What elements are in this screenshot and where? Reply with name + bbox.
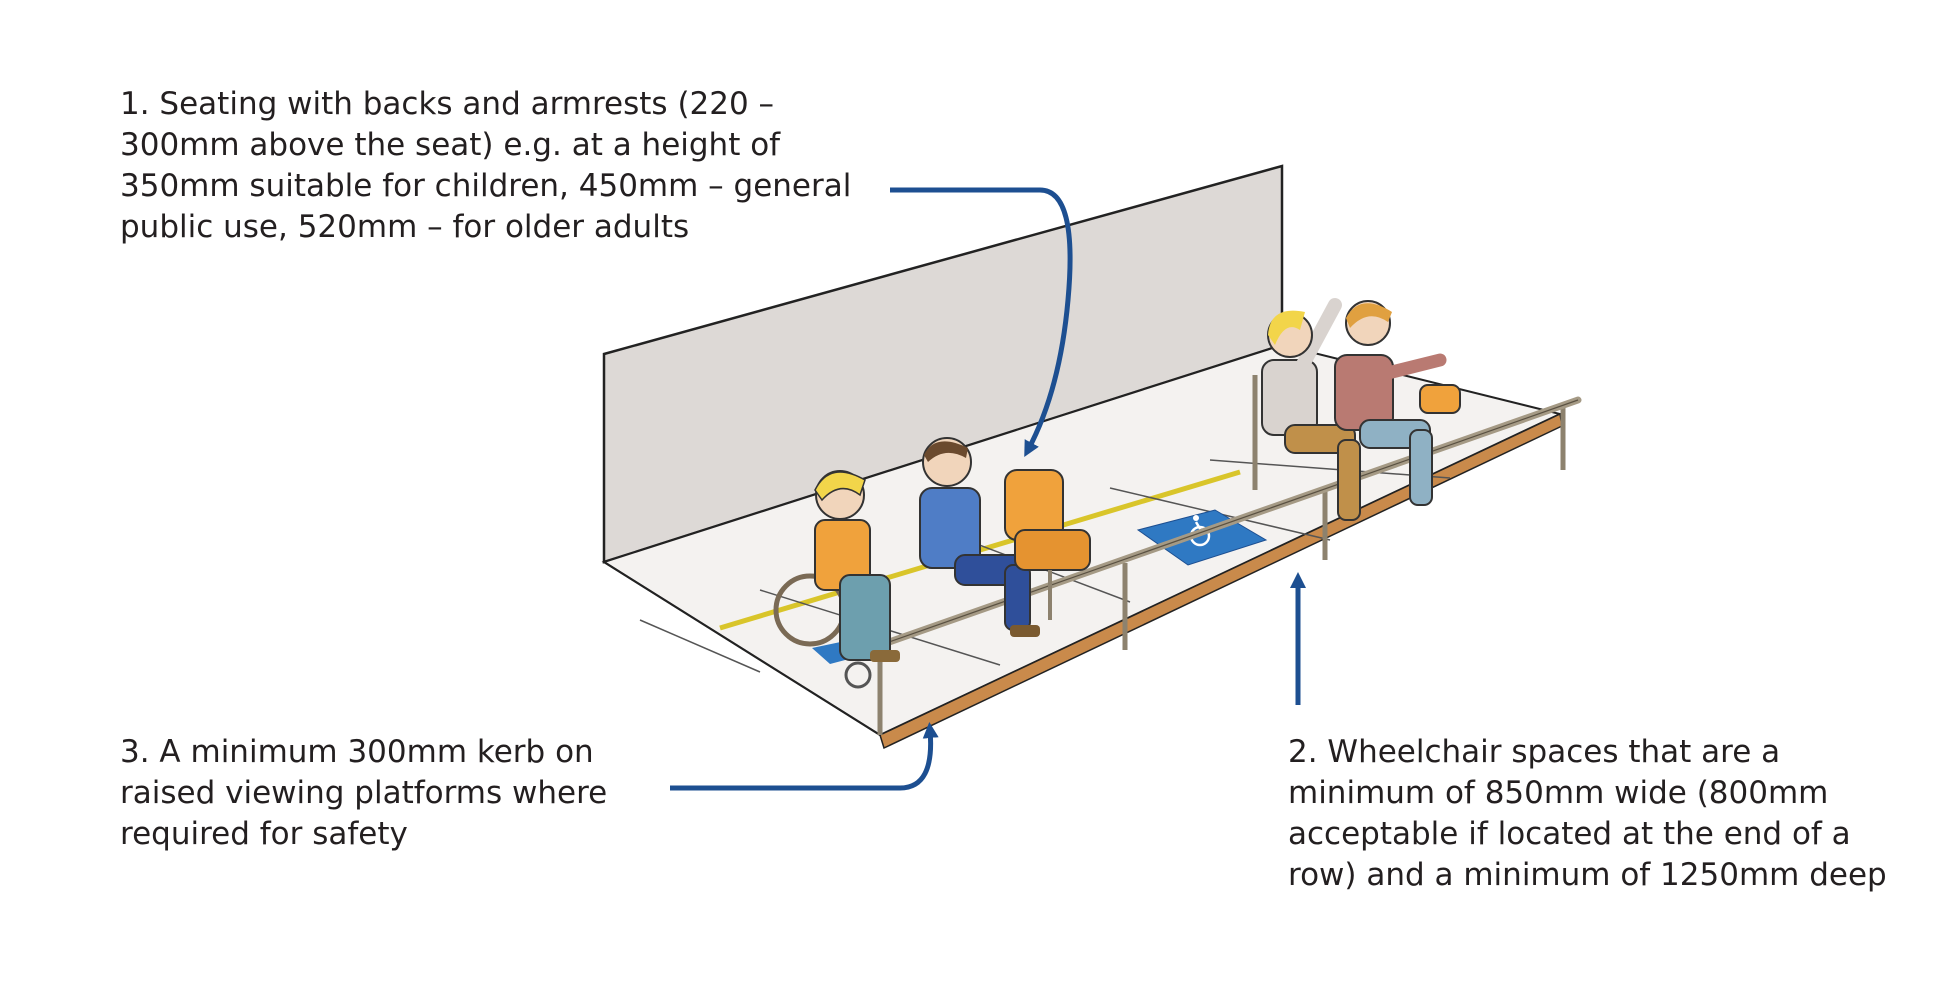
kerb-callout-line: required for safety: [120, 816, 408, 852]
floor-left-edge: [603, 561, 881, 736]
wheelchair-callout-line: minimum of 850mm wide (800mm: [1288, 775, 1829, 811]
cheering-boy-figure: [1334, 300, 1461, 506]
kerb-callout-text: 3. A minimum 300mm kerb on raised viewin…: [120, 732, 680, 855]
seating-callout-line: 1. Seating with backs and armrests (220 …: [120, 86, 775, 122]
wheelchair-user-figure: [773, 470, 900, 689]
seating-callout-text: 1. Seating with backs and armrests (220 …: [120, 84, 900, 248]
wheelchair-callout-line: acceptable if located at the end of a: [1288, 816, 1851, 852]
wheelchair-callout-text: 2. Wheelchair spaces that are a minimum …: [1288, 732, 1928, 896]
seating-callout-line: public use, 520mm – for older adults: [120, 209, 690, 245]
wheelchair-callout-line: row) and a minimum of 1250mm deep: [1288, 857, 1887, 893]
seating-callout-line: 300mm above the seat) e.g. at a height o…: [120, 127, 781, 163]
cheering-girl-figure: [1252, 298, 1361, 521]
kerb-callout-line: 3. A minimum 300mm kerb on: [120, 734, 594, 770]
seated-man-figure: [919, 437, 1040, 637]
kerb-callout-line: raised viewing platforms where: [120, 775, 608, 811]
empty-seat: [1004, 469, 1091, 620]
kerb-callout-arrow: [670, 722, 939, 791]
wheelchair-callout-line: 2. Wheelchair spaces that are a: [1288, 734, 1781, 770]
seating-callout-line: 350mm suitable for children, 450mm – gen…: [120, 168, 852, 204]
handrail-posts: [877, 407, 1566, 735]
seating-callout-arrow: [890, 187, 1073, 458]
